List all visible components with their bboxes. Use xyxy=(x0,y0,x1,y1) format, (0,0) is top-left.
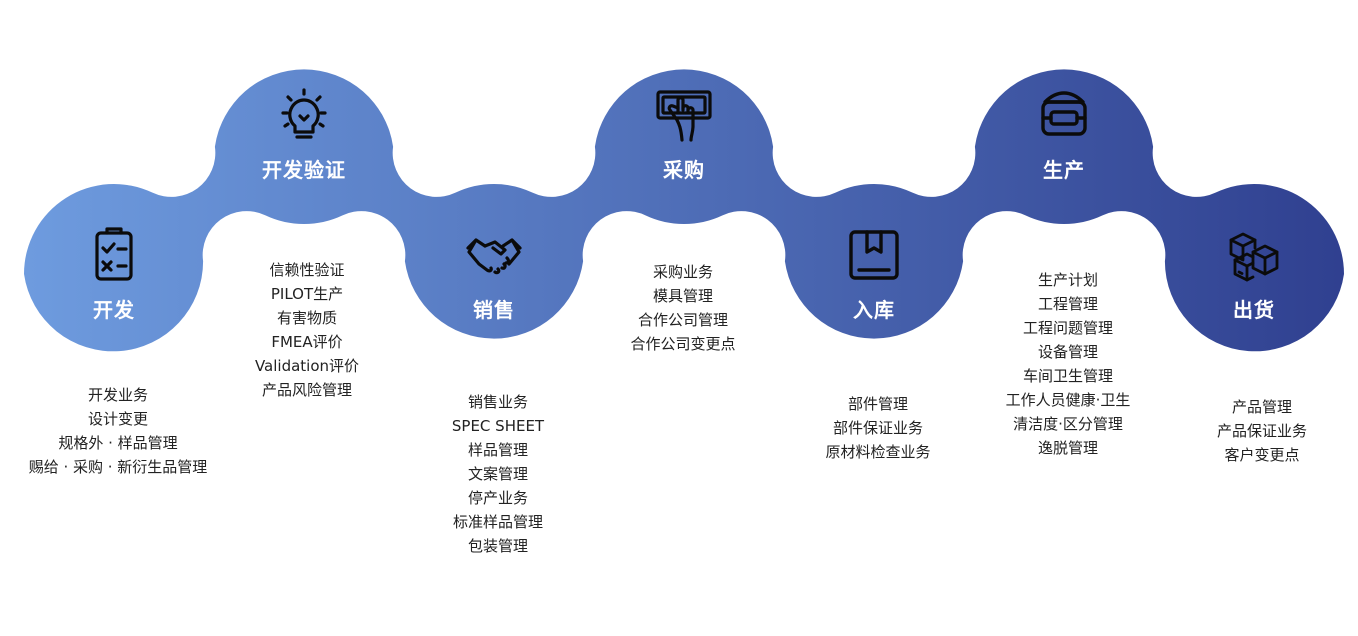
stage-items-xiaoshou: 销售业务 SPEC SHEET 样品管理 文案管理 停产业务 标准样品管理 包装… xyxy=(368,390,628,558)
list-item: 逸脱管理 xyxy=(1037,439,1098,457)
lightbulb-icon xyxy=(275,86,333,144)
list-item: 工程管理 xyxy=(1037,295,1098,313)
list-item: FMEA评价 xyxy=(271,333,343,351)
list-item: 标准样品管理 xyxy=(452,513,543,531)
list-item: 客户变更点 xyxy=(1224,446,1300,464)
stage-chuhuo[interactable]: 出货 xyxy=(1164,184,1344,364)
stage-title: 生产 xyxy=(1043,157,1085,182)
stage-ruku[interactable]: 入库 xyxy=(784,184,964,364)
stage-items-ruku: 部件管理 部件保证业务 原材料检查业务 xyxy=(748,392,1008,464)
list-item: 部件管理 xyxy=(847,395,908,413)
handshake-icon xyxy=(465,226,523,284)
hand-payment-icon xyxy=(655,86,713,144)
list-item: 原材料检查业务 xyxy=(825,443,931,461)
stage-xiaoshou[interactable]: 销售 xyxy=(404,184,584,364)
list-item: PILOT生产 xyxy=(270,285,344,303)
list-item: 包装管理 xyxy=(467,537,528,555)
list-item: 工程问题管理 xyxy=(1022,319,1113,337)
stage-items-caigou: 采购业务 模具管理 合作公司管理 合作公司变更点 xyxy=(553,260,813,356)
stage-kaifa[interactable]: 开发 xyxy=(24,184,204,364)
stage-items-shengchan: 生产计划 工程管理 工程问题管理 设备管理 车间卫生管理 工作人员健康·卫生 清… xyxy=(938,268,1198,460)
list-item: Validation评价 xyxy=(254,357,360,375)
list-item: SPEC SHEET xyxy=(451,417,545,435)
list-item: 模具管理 xyxy=(652,287,713,305)
list-item: 设备管理 xyxy=(1037,343,1098,361)
stage-title: 开发 xyxy=(93,297,135,322)
stage-shengchan[interactable]: 生产 xyxy=(974,44,1154,224)
stage-title: 开发验证 xyxy=(262,157,346,182)
list-item: 车间卫生管理 xyxy=(1022,367,1113,385)
stage-title: 出货 xyxy=(1233,297,1275,322)
wave-band xyxy=(24,69,1344,352)
list-item: 生产计划 xyxy=(1037,271,1098,289)
boxes-icon xyxy=(1225,226,1283,284)
list-item: 合作公司变更点 xyxy=(630,335,736,353)
list-item: 清洁度·区分管理 xyxy=(1013,415,1123,433)
list-item: 开发业务 xyxy=(87,386,148,404)
list-item: 文案管理 xyxy=(467,465,528,483)
list-item: 停产业务 xyxy=(467,489,528,507)
list-item: 样品管理 xyxy=(467,441,528,459)
stage-title: 入库 xyxy=(853,297,895,322)
list-item: 产品管理 xyxy=(1231,398,1292,416)
list-item: 设计变更 xyxy=(87,410,148,428)
list-item: 产品风险管理 xyxy=(261,381,352,399)
list-item: 部件保证业务 xyxy=(832,419,923,437)
list-item: 有害物质 xyxy=(276,309,337,327)
list-item: 规格外 · 样品管理 xyxy=(58,434,178,452)
production-machine-icon xyxy=(1035,86,1093,144)
stage-caigou[interactable]: 采购 xyxy=(594,44,774,224)
stage-title: 采购 xyxy=(663,157,705,182)
stage-items-kaifa-yanzheng: 信赖性验证 PILOT生产 有害物质 FMEA评价 Validation评价 产… xyxy=(177,258,437,402)
stage-items-chuhuo: 产品管理 产品保证业务 客户变更点 xyxy=(1132,395,1358,467)
checklist-icon xyxy=(85,226,143,284)
list-item: 信赖性验证 xyxy=(269,261,345,279)
list-item: 销售业务 xyxy=(467,393,528,411)
package-icon xyxy=(845,226,903,284)
list-item: 工作人员健康·卫生 xyxy=(1005,391,1131,409)
list-item: 合作公司管理 xyxy=(637,311,728,329)
stage-items-kaifa: 开发业务 设计变更 规格外 · 样品管理 赐给 · 采购 · 新衍生品管理 xyxy=(0,383,248,479)
stage-kaifa-yanzheng[interactable]: 开发验证 xyxy=(214,44,394,224)
list-item: 采购业务 xyxy=(652,263,713,281)
stage-title: 销售 xyxy=(473,297,515,322)
list-item: 产品保证业务 xyxy=(1216,422,1307,440)
list-item: 赐给 · 采购 · 新衍生品管理 xyxy=(28,458,208,476)
